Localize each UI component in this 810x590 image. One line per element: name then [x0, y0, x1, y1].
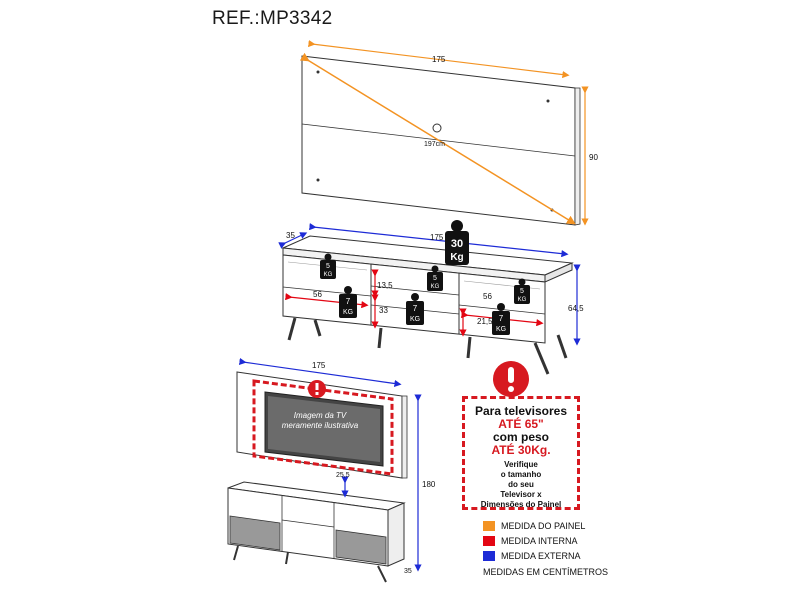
assembled-set: 175 180 25,5 35: [227, 357, 436, 583]
warning-icon: [493, 361, 529, 397]
svg-text:5: 5: [326, 263, 330, 270]
right-lower-height-label: 21,5: [477, 317, 493, 326]
legend-item-external: MEDIDA EXTERNA: [483, 551, 581, 561]
weight-5kg-icon: 5 KG: [320, 253, 336, 279]
panel-diagonal-label: 197cm: [424, 141, 445, 148]
svg-text:5: 5: [520, 288, 524, 295]
assembly-width-label: 175: [312, 361, 326, 370]
center-lower-height-label: 33: [379, 306, 388, 315]
rack-depth-label: 35: [286, 231, 295, 240]
rack-width-label: 175: [430, 233, 444, 242]
weight-30kg-icon: 30 Kg: [445, 220, 469, 265]
panel-width-label: 175: [432, 55, 446, 64]
tv-size-warning: Para televisores ATÉ 65" com peso ATÉ 30…: [462, 396, 580, 510]
assembly-depth-label: 35: [404, 568, 412, 575]
svg-text:7: 7: [346, 297, 351, 306]
panel-height-label: 90: [589, 153, 598, 162]
weight-7kg-icon: 7 KG: [406, 293, 424, 325]
weight-5kg-icon: 5 KG: [427, 265, 443, 291]
legend-item-panel: MEDIDA DO PAINEL: [483, 521, 585, 531]
assembly-gap-label: 25,5: [336, 472, 350, 479]
svg-text:KG: KG: [324, 272, 333, 278]
orange-swatch-icon: [483, 521, 495, 531]
weight-7kg-icon: 7 KG: [492, 303, 510, 335]
tv-caption: Imagem da TV meramente ilustrativa: [281, 411, 359, 430]
tv-rack: 175 35 64,5 56 56 13,5 33 21,5 30 Kg 5 K…: [278, 220, 584, 375]
rack-height-label: 64,5: [568, 304, 584, 313]
reference-code: REF.:MP3342: [212, 8, 333, 29]
right-niche-width-label: 56: [483, 292, 492, 301]
top-load-unit: Kg: [450, 252, 463, 263]
svg-text:7: 7: [413, 304, 418, 313]
wall-panel: 175 90 197cm: [299, 39, 598, 226]
left-niche-width-label: 56: [313, 290, 322, 299]
top-load-value: 30: [451, 238, 463, 250]
svg-text:KG: KG: [431, 284, 440, 290]
legend-footer: MEDIDAS EM CENTÍMETROS: [483, 567, 609, 577]
legend-item-internal: MEDIDA INTERNA: [483, 536, 578, 546]
svg-text:7: 7: [499, 314, 504, 323]
weight-5kg-icon: 5 KG: [514, 278, 530, 304]
red-swatch-icon: [483, 536, 495, 546]
svg-text:KG: KG: [410, 316, 420, 323]
svg-text:KG: KG: [496, 326, 506, 333]
assembly-height-label: 180: [422, 480, 436, 489]
svg-text:KG: KG: [343, 309, 353, 316]
svg-text:5: 5: [433, 275, 437, 282]
blue-swatch-icon: [483, 551, 495, 561]
center-upper-height-label: 13,5: [377, 281, 393, 290]
weight-7kg-icon: 7 KG: [339, 286, 357, 318]
svg-text:KG: KG: [518, 297, 527, 303]
